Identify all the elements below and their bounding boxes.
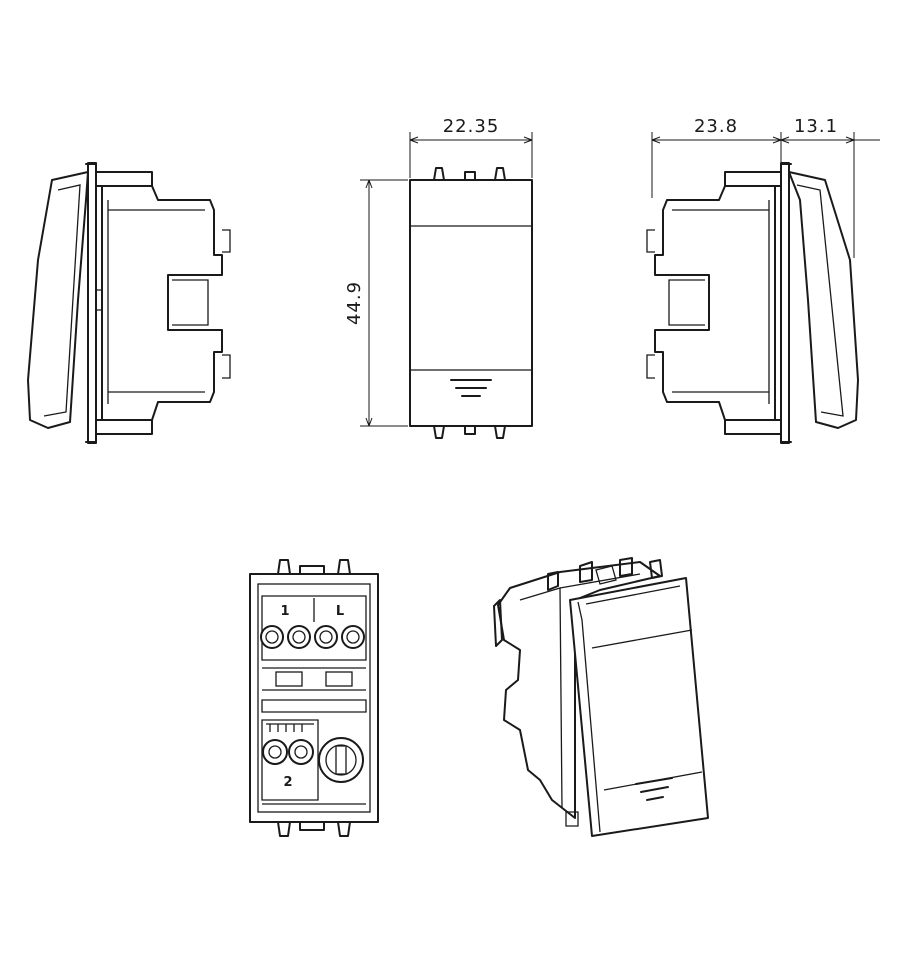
dimension-label-depth-body: 23.8 [694, 116, 738, 137]
left-side-view [27, 162, 231, 444]
dimension-label-height: 44.9 [344, 281, 365, 325]
dimension-width-front: 22.35 [409, 116, 533, 178]
terminal-label-2: 2 [283, 775, 292, 790]
terminal-label-L: L [336, 604, 344, 619]
right-side-view [646, 162, 859, 444]
terminal-label-1: 1 [280, 604, 289, 619]
dimension-depth: 23.8 13.1 [651, 116, 880, 258]
isometric-view [493, 557, 709, 837]
rear-view: 1 L 2 [249, 559, 379, 837]
dimension-label-width: 22.35 [443, 116, 500, 137]
dimension-label-depth-cover: 13.1 [794, 116, 838, 137]
front-view [409, 167, 533, 439]
dimension-height-front: 44.9 [344, 179, 408, 427]
